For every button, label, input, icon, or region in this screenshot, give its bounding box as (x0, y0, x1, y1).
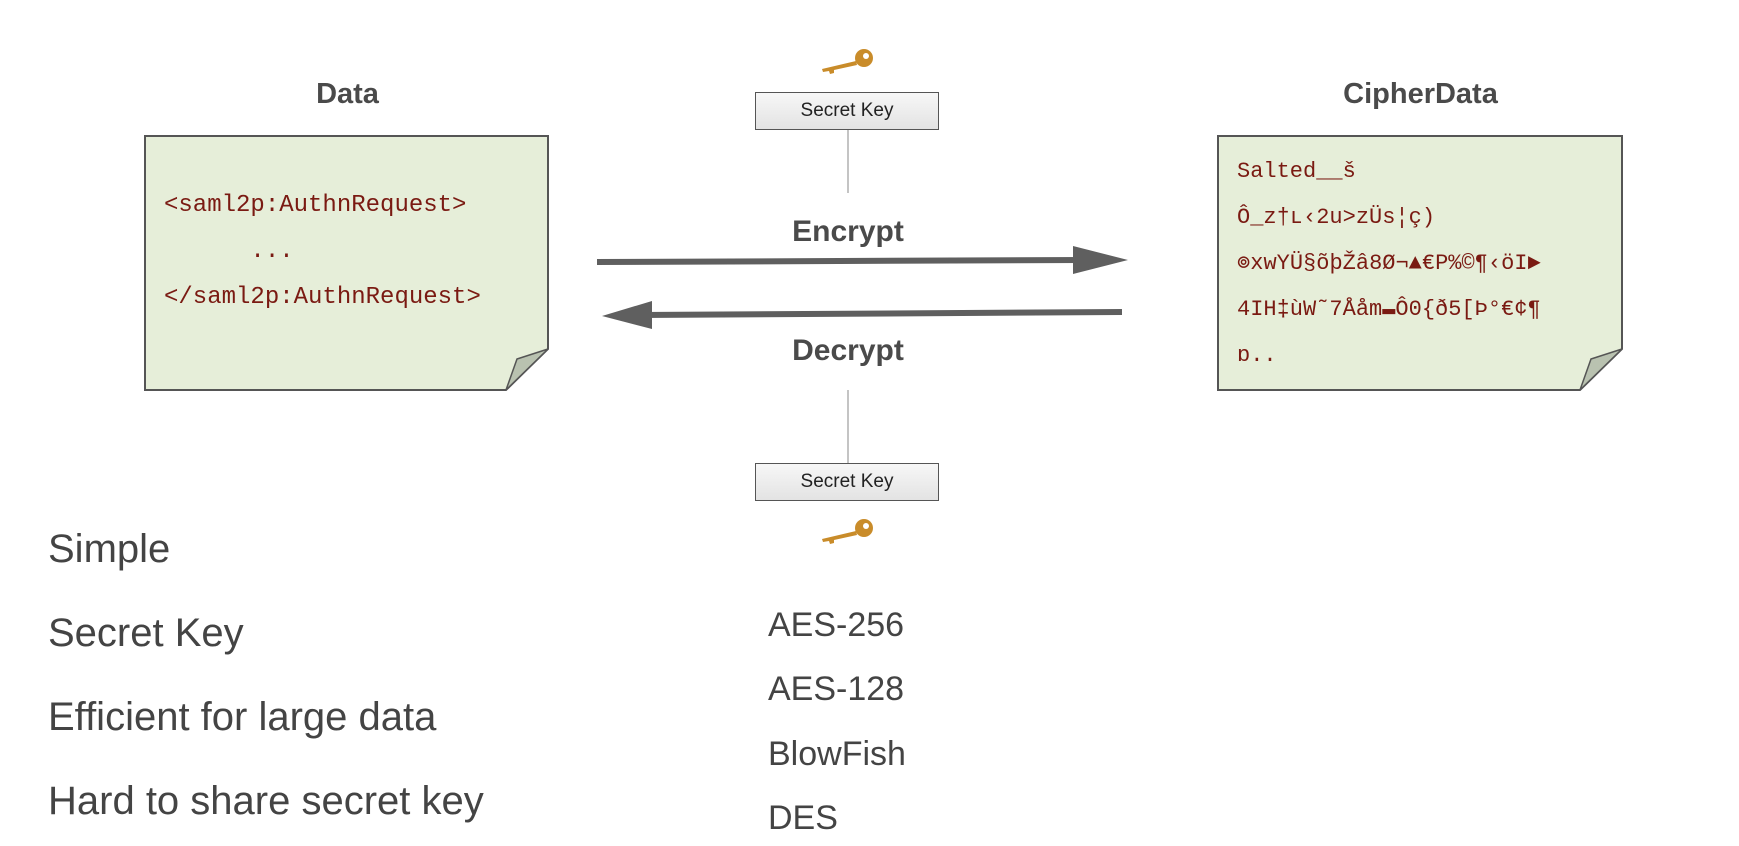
document-shape (1217, 135, 1623, 391)
key-connector-bottom (847, 390, 849, 464)
key-icon (822, 519, 873, 544)
key-connector-top (847, 130, 849, 193)
property-item: Simple (48, 527, 171, 571)
secret-key-box-top: Secret Key (755, 92, 939, 130)
cipher-line: Salted__š (1237, 159, 1356, 184)
cipher-line: ⊚xwYÜ§õþŽâ8Ø¬▲€P%©¶‹öI► (1237, 251, 1541, 276)
data-document: <saml2p:AuthnRequest> ... </saml2p:Authn… (144, 135, 549, 391)
data-line: </saml2p:AuthnRequest> (164, 284, 481, 311)
algorithm-item: BlowFish (768, 735, 906, 773)
data-line: <saml2p:AuthnRequest> (164, 192, 467, 219)
key-icon (822, 49, 873, 74)
arrow-right-icon (596, 246, 1128, 274)
property-item: Secret Key (48, 611, 244, 655)
cipher-line: ɒ.. (1237, 343, 1277, 368)
data-title: Data (316, 78, 379, 110)
cipherdata-title: CipherData (1343, 78, 1498, 110)
decrypt-label: Decrypt (792, 334, 904, 367)
arrow-left-icon (602, 301, 1123, 329)
cipher-line: 4IH‡ùW˜7Ååm▬Ô0{ð5[Þ°€¢¶ (1237, 297, 1541, 322)
cipher-line: Ô_z†ʟ‹2u>zÜs¦ç) (1237, 205, 1436, 230)
algorithm-item: AES-128 (768, 670, 905, 708)
algorithm-item: AES-256 (768, 606, 905, 644)
property-item: Hard to share secret key (48, 779, 484, 823)
encrypt-label: Encrypt (792, 215, 904, 248)
data-line: ... (164, 238, 294, 265)
cipherdata-document: Salted__š Ô_z†ʟ‹2u>zÜs¦ç) ⊚xwYÜ§õþŽâ8Ø¬▲… (1217, 135, 1623, 391)
document-shape (144, 135, 549, 391)
secret-key-box-bottom: Secret Key (755, 463, 939, 501)
algorithm-item: DES (768, 799, 838, 837)
property-item: Efficient for large data (48, 695, 437, 739)
